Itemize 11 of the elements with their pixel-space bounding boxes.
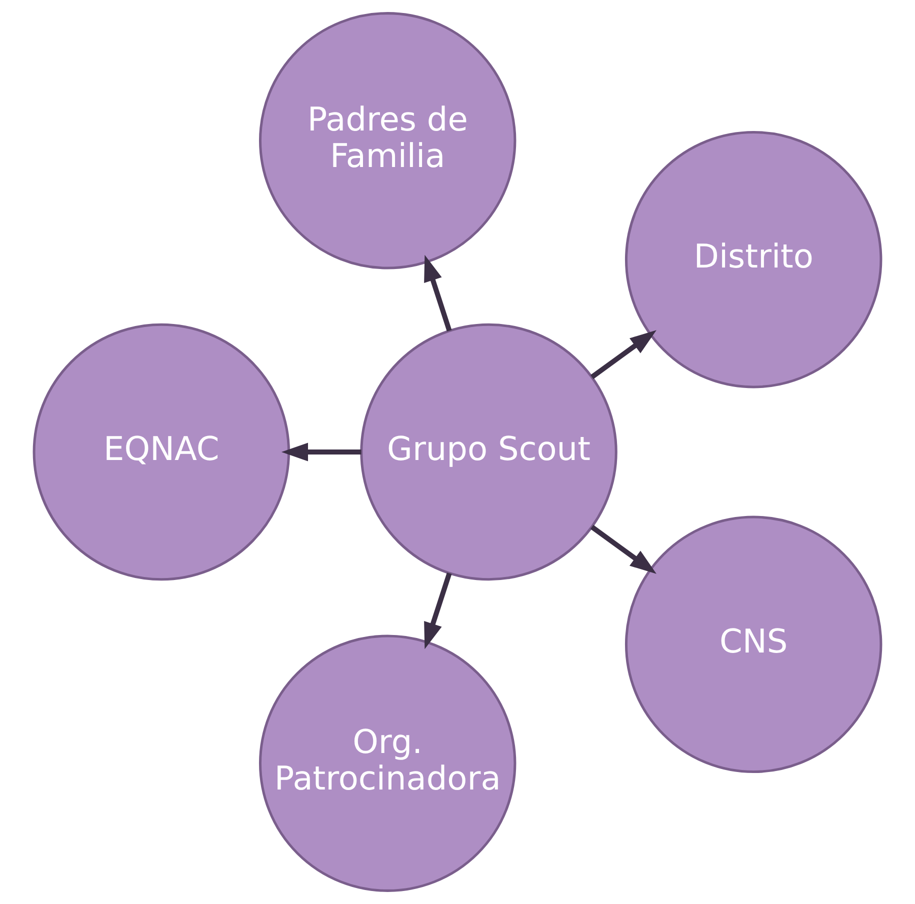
node-circle: Org. Patrocinadora — [258, 634, 516, 892]
node-circle: Distrito — [624, 130, 882, 388]
node-circle: Padres de Familia — [258, 12, 516, 270]
arrow — [424, 254, 452, 332]
node-circle: EQNAC — [32, 323, 290, 581]
arrow — [281, 442, 362, 462]
node-circle: Grupo Scout — [360, 323, 618, 581]
arrow — [424, 572, 452, 650]
arrow — [590, 330, 656, 380]
arrow — [590, 524, 656, 574]
node-circle: CNS — [624, 516, 882, 774]
